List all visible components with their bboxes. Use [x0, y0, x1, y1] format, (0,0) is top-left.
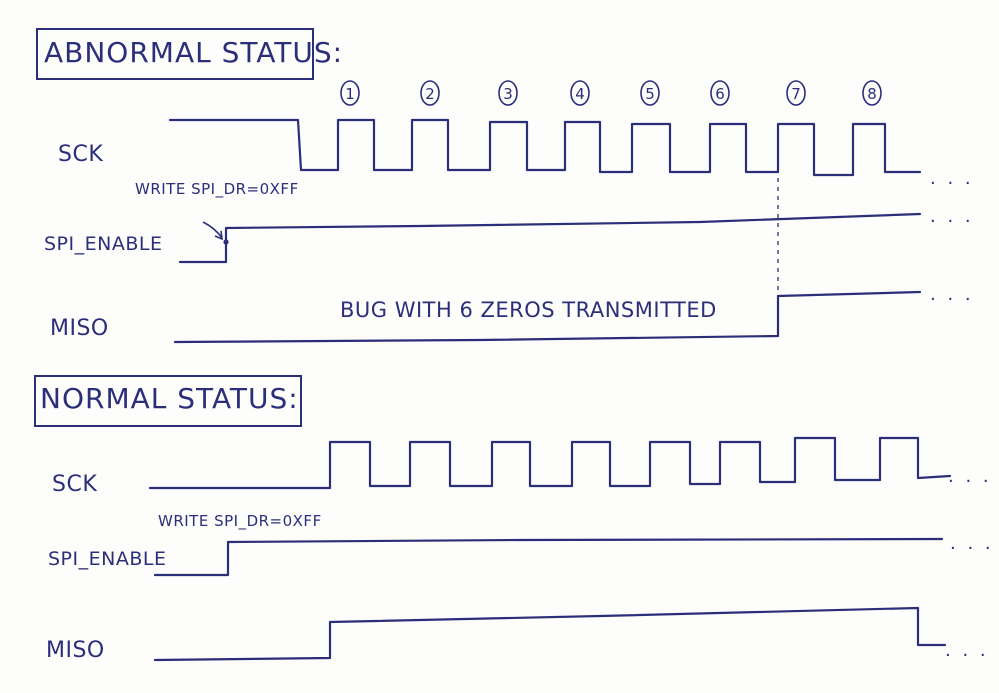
clock-number-4: 4	[575, 85, 585, 103]
normal-write-note: WRITE SPI_DR=0XFF	[158, 512, 322, 530]
clock-number-8: 8	[867, 85, 877, 103]
normal-sck-waveform	[148, 436, 952, 490]
write-point-marker	[223, 239, 229, 245]
clock-number-1: 1	[345, 85, 355, 103]
clock-number-circle-1	[340, 80, 360, 106]
abnormal-title: ABNORMAL STATUS:	[44, 36, 344, 69]
clock-number-circle-4	[570, 80, 590, 106]
normal-miso-waveform	[153, 606, 947, 662]
abnormal-title-box	[36, 28, 314, 80]
clock-number-circle-5	[640, 80, 660, 106]
clock-number-circle-3	[498, 80, 518, 106]
normal-sck-label: SCK	[52, 472, 98, 497]
abnormal-miso-continuation: . . .	[930, 284, 974, 305]
clock-number-2: 2	[425, 85, 435, 103]
abnormal-miso-label: MISO	[50, 316, 109, 341]
abnormal-spi-enable-label: SPI_ENABLE	[44, 233, 163, 255]
abnormal-sck-waveform	[168, 118, 922, 177]
clock-number-labels: 1 2 3 4 5 6 7 8	[340, 80, 882, 106]
clock-number-circle-2	[420, 80, 440, 106]
normal-spi-enable-waveform	[153, 537, 944, 577]
normal-miso-label: MISO	[46, 638, 105, 663]
clock-number-3: 3	[503, 85, 513, 103]
write-arrow-head	[214, 230, 223, 241]
normal-spi-enable-continuation: . . .	[950, 533, 994, 554]
clock-number-circle-7	[786, 80, 806, 106]
bug-note: BUG WITH 6 ZEROS TRANSMITTED	[340, 298, 717, 322]
normal-sck-continuation: . . .	[948, 466, 992, 487]
clock-number-5: 5	[645, 85, 655, 103]
normal-miso-continuation: . . .	[945, 640, 989, 661]
abnormal-sck-label: SCK	[58, 142, 104, 167]
clock-number-7: 7	[791, 85, 801, 103]
abnormal-sck-continuation: . . .	[930, 168, 974, 189]
abnormal-write-note: WRITE SPI_DR=0XFF	[135, 180, 299, 198]
clock-number-circle-8	[862, 80, 882, 106]
clock-number-6: 6	[715, 85, 725, 103]
normal-title-box	[34, 375, 302, 427]
write-arrow	[202, 221, 223, 239]
normal-spi-enable-label: SPI_ENABLE	[48, 548, 167, 570]
normal-title: NORMAL STATUS:	[40, 382, 299, 415]
clock-number-circle-6	[710, 80, 730, 106]
abnormal-miso-waveform	[173, 290, 922, 344]
abnormal-spi-enable-waveform	[178, 212, 922, 264]
abnormal-spi-enable-continuation: . . .	[930, 206, 974, 227]
